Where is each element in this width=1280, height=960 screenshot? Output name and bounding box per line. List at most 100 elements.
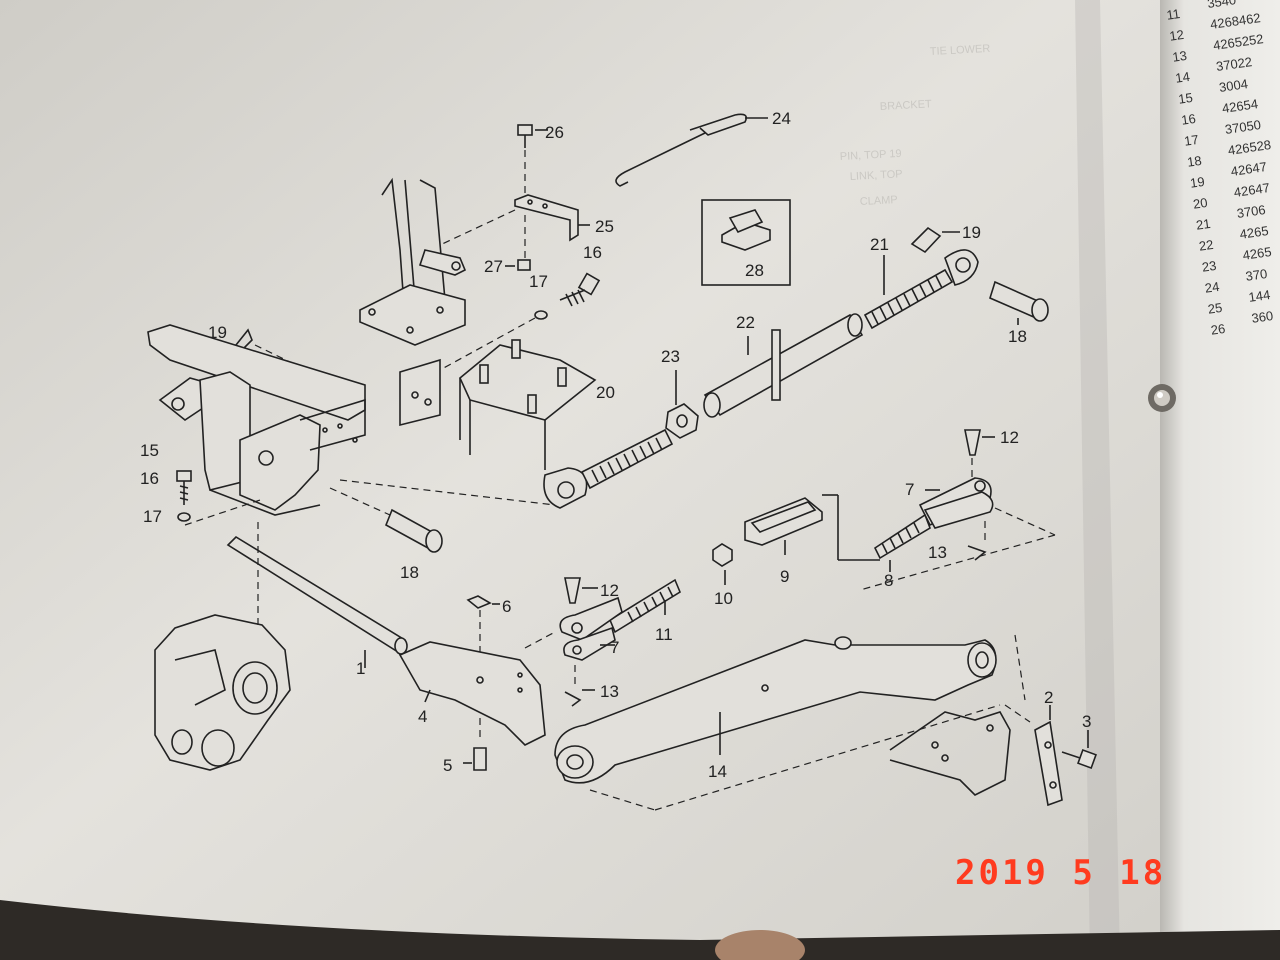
- part-12-pin-upper: [964, 429, 995, 456]
- part-8-threaded-rod: [873, 513, 931, 572]
- part-15-bracket: [147, 324, 366, 516]
- callout-9: 9: [780, 567, 789, 586]
- part-23-nut: [665, 403, 699, 439]
- parts-list-ref: 13: [1171, 48, 1187, 65]
- part-24-clip: [689, 113, 748, 136]
- parts-list-number: 4265: [1242, 244, 1273, 263]
- callout-16: 16: [583, 243, 602, 262]
- callout-3: 3: [1082, 712, 1091, 731]
- part-10-nut: [712, 543, 733, 585]
- part-25-bracket: [514, 194, 590, 242]
- part-22-turnbuckle: [703, 313, 864, 418]
- callout-8: 8: [884, 571, 893, 590]
- bleed-through-text: TIE LOWER BRACKET PIN, TOP 19 LINK, TOP …: [840, 43, 991, 208]
- parts-list-ref: 19: [1189, 174, 1205, 191]
- callout-18: 18: [1008, 327, 1027, 346]
- svg-text:BRACKET: BRACKET: [880, 98, 933, 113]
- svg-text:TIE LOWER: TIE LOWER: [930, 43, 991, 58]
- upright-post: [359, 177, 467, 346]
- binder-rivet: [1148, 384, 1176, 412]
- part-13-cotter-lower: [564, 665, 595, 707]
- part-28-inset: [701, 199, 791, 286]
- link-mount-bracket: [339, 339, 597, 506]
- callout-25: 25: [595, 217, 614, 236]
- parts-list-number: 4268462: [1209, 10, 1261, 32]
- callout-7: 7: [610, 638, 619, 657]
- parts-list-number: 370: [1245, 266, 1269, 284]
- parts-list-number: 42647: [1230, 159, 1268, 179]
- parts-list-ref: 21: [1195, 216, 1211, 233]
- callout-17: 17: [143, 507, 162, 526]
- part-3-bolt: [1061, 730, 1097, 769]
- svg-text:PIN, TOP 19: PIN, TOP 19: [840, 148, 902, 163]
- callout-12: 12: [1000, 428, 1019, 447]
- parts-list-number: 426528: [1227, 137, 1272, 158]
- gear-housing: [154, 522, 291, 771]
- callout-21: 21: [870, 235, 889, 254]
- part-5-screw: [463, 747, 487, 771]
- part-11-threaded-rod: [608, 578, 682, 634]
- callout-10: 10: [714, 589, 733, 608]
- part-21-threaded-rod: [863, 249, 979, 330]
- parts-list-ref: 14: [1174, 69, 1190, 86]
- callout-4: 4: [418, 707, 427, 726]
- parts-list-number: 360: [1251, 308, 1275, 326]
- parts-list-number: 37050: [1224, 117, 1262, 137]
- parts-list-number: 3540: [1206, 0, 1237, 11]
- part-18-pin-right: [989, 280, 1049, 325]
- part-12-pin-lower: [564, 577, 598, 604]
- parts-list-number: 3004: [1218, 76, 1249, 95]
- callout-6: 6: [502, 597, 511, 616]
- part-18-pin-left: [384, 508, 443, 553]
- parts-list-ref: 15: [1177, 90, 1193, 107]
- parts-list-number: 144: [1248, 287, 1272, 305]
- parts-list-ref: 24: [1204, 279, 1220, 296]
- part-26-bolt: [517, 124, 548, 148]
- right-page-edge: [1160, 0, 1280, 960]
- parts-list-ref: 23: [1201, 258, 1217, 275]
- callout-18: 18: [400, 563, 419, 582]
- part-7-clevis-lower: [559, 596, 623, 661]
- parts-list-ref: 20: [1192, 195, 1208, 212]
- callout-24: 24: [772, 109, 791, 128]
- callout-23: 23: [661, 347, 680, 366]
- callout-2: 2: [1044, 688, 1053, 707]
- callout-13: 13: [600, 682, 619, 701]
- finger-thumb: [715, 930, 805, 960]
- exploded-view-drawing: [147, 113, 1097, 811]
- part-7-clevis-upper: [918, 477, 994, 529]
- callout-19: 19: [962, 223, 981, 242]
- photo-date-stamp: 2019 5 18: [955, 853, 1166, 893]
- callout-27: 27: [484, 257, 503, 276]
- part-2-plate: [1034, 705, 1063, 807]
- parts-list-ref: 17: [1183, 132, 1199, 149]
- svg-text:LINK, TOP: LINK, TOP: [850, 168, 903, 183]
- parts-list-number: 42654: [1221, 96, 1259, 116]
- callout-16: 16: [140, 469, 159, 488]
- part-9-sleeve: [744, 494, 880, 561]
- parts-list-ref: 25: [1207, 300, 1223, 317]
- part-16-screw-upper: [559, 272, 601, 307]
- parts-list-number: 37022: [1215, 54, 1253, 74]
- parts-list-number: 4265: [1239, 223, 1270, 242]
- callout-17: 17: [529, 272, 548, 291]
- callout-12: 12: [600, 581, 619, 600]
- part-19-clip-right: [910, 226, 960, 254]
- part-17-washer-lower: [177, 512, 191, 522]
- part-14-lower-link: [554, 636, 997, 784]
- part-16-screw-lower: [176, 470, 192, 505]
- parts-list: 1135401242684621342652521437022153004164…: [1166, 0, 1275, 338]
- callout-11: 11: [655, 625, 673, 644]
- callout-7: 7: [905, 480, 914, 499]
- parts-list-number: 42647: [1233, 180, 1271, 200]
- parts-list-number: 4265252: [1212, 31, 1264, 53]
- parts-list-number: 3706: [1236, 202, 1267, 221]
- callout-20: 20: [596, 383, 615, 402]
- part-1-cross-shaft: [226, 535, 408, 668]
- callout-labels: 2426252716171915161718202322211918281271…: [140, 109, 1091, 781]
- part-13-cotter-upper: [967, 520, 987, 561]
- callout-1: 1: [356, 659, 365, 678]
- parts-list-ref: 22: [1198, 237, 1214, 254]
- svg-text:CLAMP: CLAMP: [860, 194, 898, 208]
- part-4-lift-arm: [398, 631, 556, 746]
